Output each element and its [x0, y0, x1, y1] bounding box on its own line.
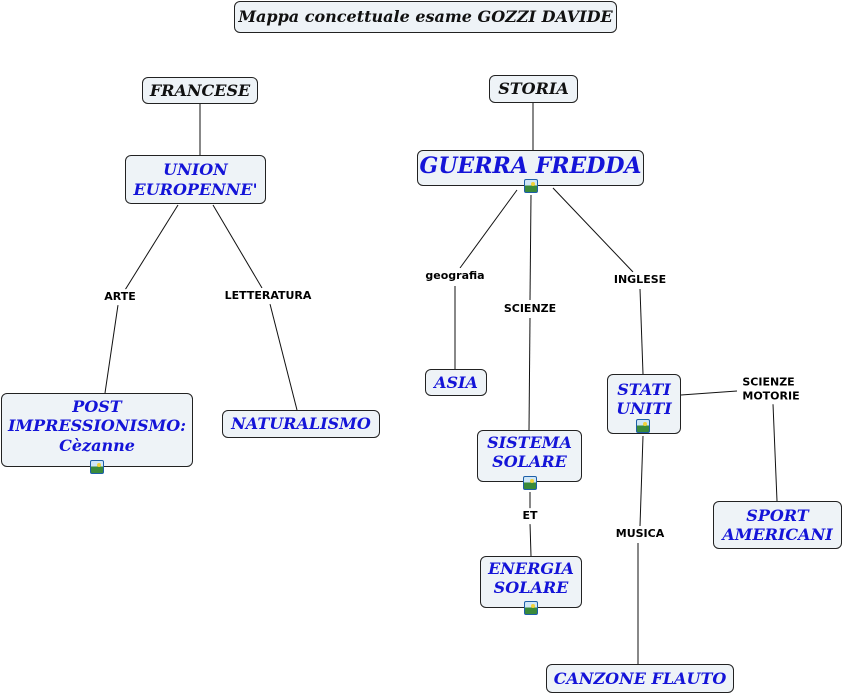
line-stati-musica [639, 435, 644, 527]
line-letteratura-naturalismo [269, 303, 298, 411]
image-icon[interactable] [524, 601, 538, 615]
line-guerra-inglese [552, 187, 634, 273]
link-label-musica: MUSICA [613, 526, 667, 542]
line-stati-scienze-motorie [680, 390, 738, 396]
link-label-et: ET [520, 508, 540, 524]
link-label-inglese: INGLESE [611, 272, 669, 288]
link-label-letteratura: LETTERATURA [222, 288, 314, 304]
node-sport-americani[interactable]: SPORT AMERICANI [713, 501, 842, 549]
link-label-geografia: geografia [423, 268, 487, 284]
link-label-arte: ARTE [102, 289, 138, 305]
node-sistema-solare[interactable]: SISTEMA SOLARE [477, 430, 582, 482]
node-naturalismo[interactable]: NATURALISMO [222, 410, 380, 438]
map-title: Mappa concettuale esame GOZZI DAVIDE [234, 1, 617, 33]
node-union-europenne[interactable]: UNION EUROPENNE' [125, 155, 266, 204]
node-guerra-fredda[interactable]: GUERRA FREDDA [417, 150, 644, 186]
line-union-arte [124, 204, 179, 291]
image-icon[interactable] [524, 179, 538, 193]
line-arte-post [104, 304, 119, 394]
node-storia[interactable]: STORIA [489, 75, 578, 103]
node-asia[interactable]: ASIA [425, 369, 487, 396]
link-label-scienze: SCIENZE [501, 301, 559, 317]
line-inglese-stati [639, 288, 644, 375]
line-scienze-sistema [528, 317, 531, 431]
image-icon[interactable] [636, 419, 650, 433]
line-guerra-geografia [459, 189, 518, 269]
node-energia-solare[interactable]: ENERGIA SOLARE [480, 556, 582, 608]
image-icon[interactable] [90, 460, 104, 474]
line-guerra-scienze [529, 194, 532, 301]
line-scienze-motorie-sport [772, 403, 778, 502]
node-francese[interactable]: FRANCESE [142, 77, 258, 104]
line-et-energia [529, 522, 532, 557]
line-union-letteratura [212, 204, 263, 289]
image-icon[interactable] [523, 476, 537, 490]
node-canzone-flauto[interactable]: CANZONE FLAUTO [546, 664, 734, 693]
node-post-impressionismo[interactable]: POST IMPRESSIONISMO: Cèzanne [1, 393, 193, 467]
link-label-scienze-motorie: SCIENZE MOTORIE [740, 374, 802, 404]
node-stati-uniti[interactable]: STATI UNITI [607, 374, 681, 434]
